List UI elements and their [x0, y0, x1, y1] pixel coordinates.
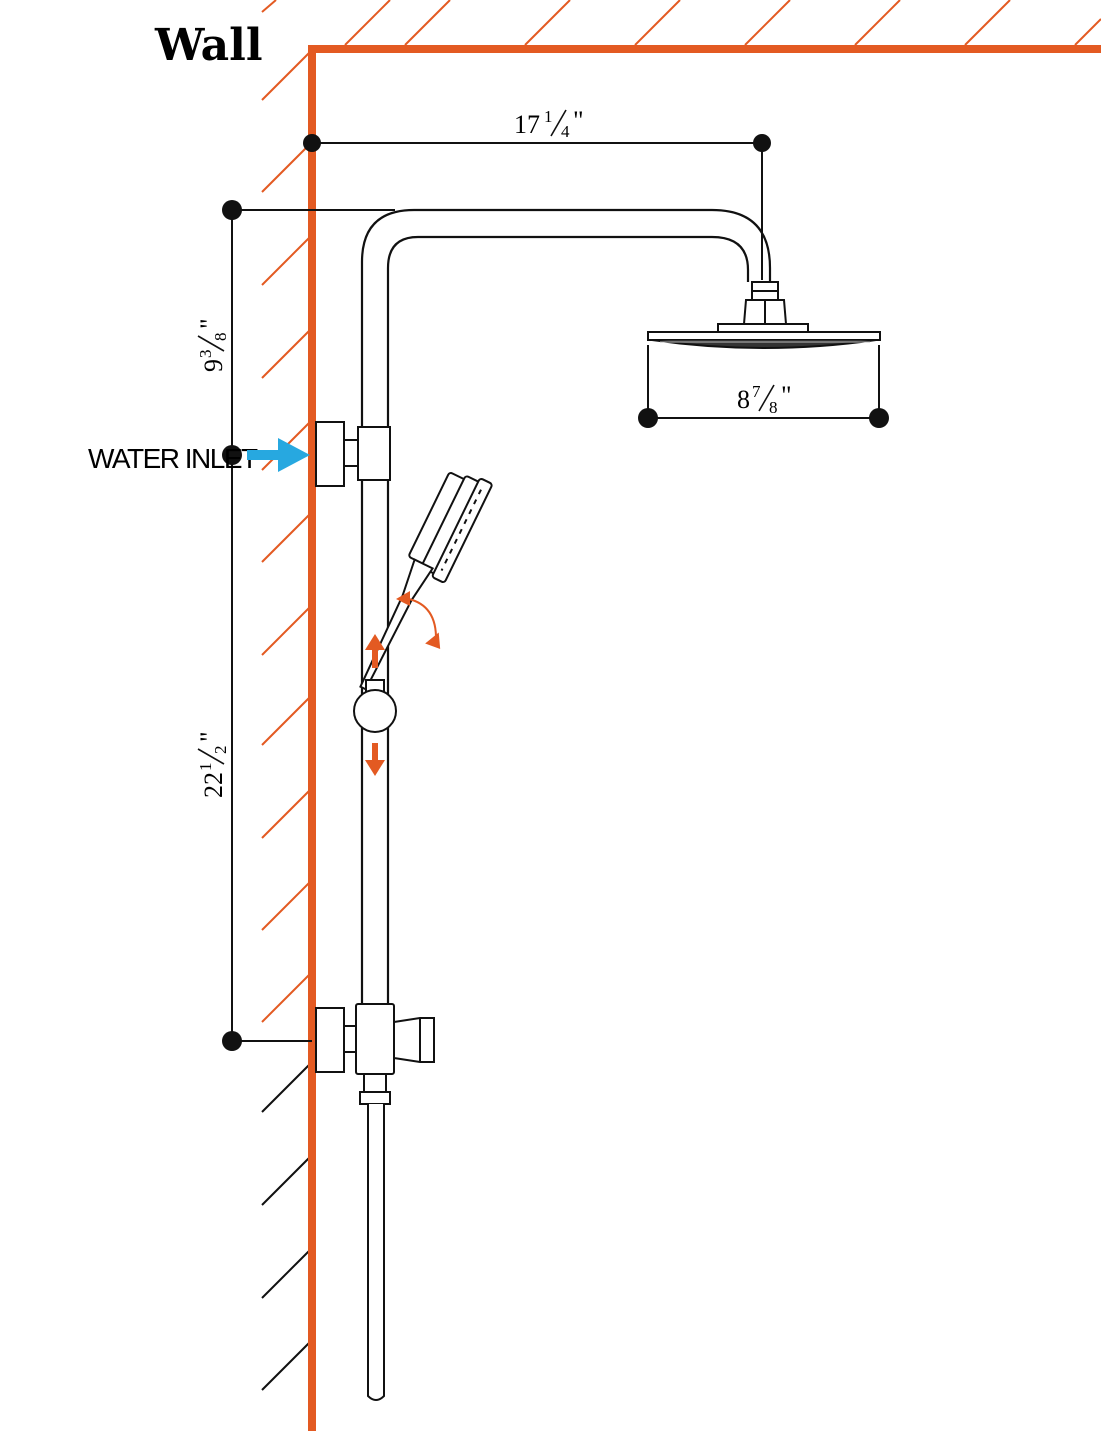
arm-length-whole: 17: [514, 110, 540, 139]
bar-height-label: 22 1 2 ": [195, 731, 230, 798]
dimension-point-inlet: [222, 445, 242, 465]
head-diameter-unit: ": [781, 381, 792, 410]
wall-line: [308, 45, 1101, 1431]
head-diameter-whole: 8: [737, 385, 750, 414]
water-inlet-arrow: [247, 438, 310, 472]
dimension-point-top: [222, 200, 242, 220]
shower-hose: [367, 1104, 385, 1401]
wall-label: Wall: [154, 20, 263, 71]
wall-hatching: [261, 0, 1101, 1023]
vertical-dimension: [231, 209, 395, 1042]
bar-height-num: 1: [196, 763, 215, 772]
upper-wall-bracket: [315, 421, 391, 487]
arm-length-dimension: 17 1 4 ": [303, 106, 771, 280]
arm-length-num: 1: [544, 107, 553, 126]
rotation-arrow-head-bottom: [425, 632, 441, 649]
top-height-den: 8: [211, 333, 230, 342]
arm-length-den: 4: [561, 122, 570, 141]
bar-height-den: 2: [211, 746, 230, 755]
shower-riser-pipe: [360, 208, 772, 1005]
slide-holder: [353, 679, 397, 733]
top-height-unit: ": [195, 318, 224, 329]
arm-length-unit: ": [573, 106, 584, 135]
water-inlet-label: WATER INLET: [88, 443, 258, 474]
hand-shower: [359, 472, 493, 691]
head-diameter-num: 7: [752, 382, 761, 401]
head-diameter-den: 8: [769, 398, 778, 417]
rain-shower-head: [647, 331, 881, 349]
top-height-label: 9 3 8 ": [195, 318, 230, 372]
floor-wall-hatching: [261, 1061, 313, 1391]
diverter-valve: [315, 1003, 435, 1105]
dimension-point-bottom: [222, 1031, 242, 1051]
top-height-whole: 9: [199, 359, 228, 372]
shower-head-connector: [717, 281, 809, 333]
bar-height-unit: ": [195, 731, 224, 742]
top-height-num: 3: [196, 350, 215, 359]
slide-up-arrow: [365, 634, 385, 668]
head-diameter-dimension: 8 7 8 ": [638, 345, 889, 428]
slide-down-arrow: [365, 743, 385, 776]
rotation-arrow-head-top: [396, 591, 410, 606]
bar-height-whole: 22: [199, 772, 228, 798]
